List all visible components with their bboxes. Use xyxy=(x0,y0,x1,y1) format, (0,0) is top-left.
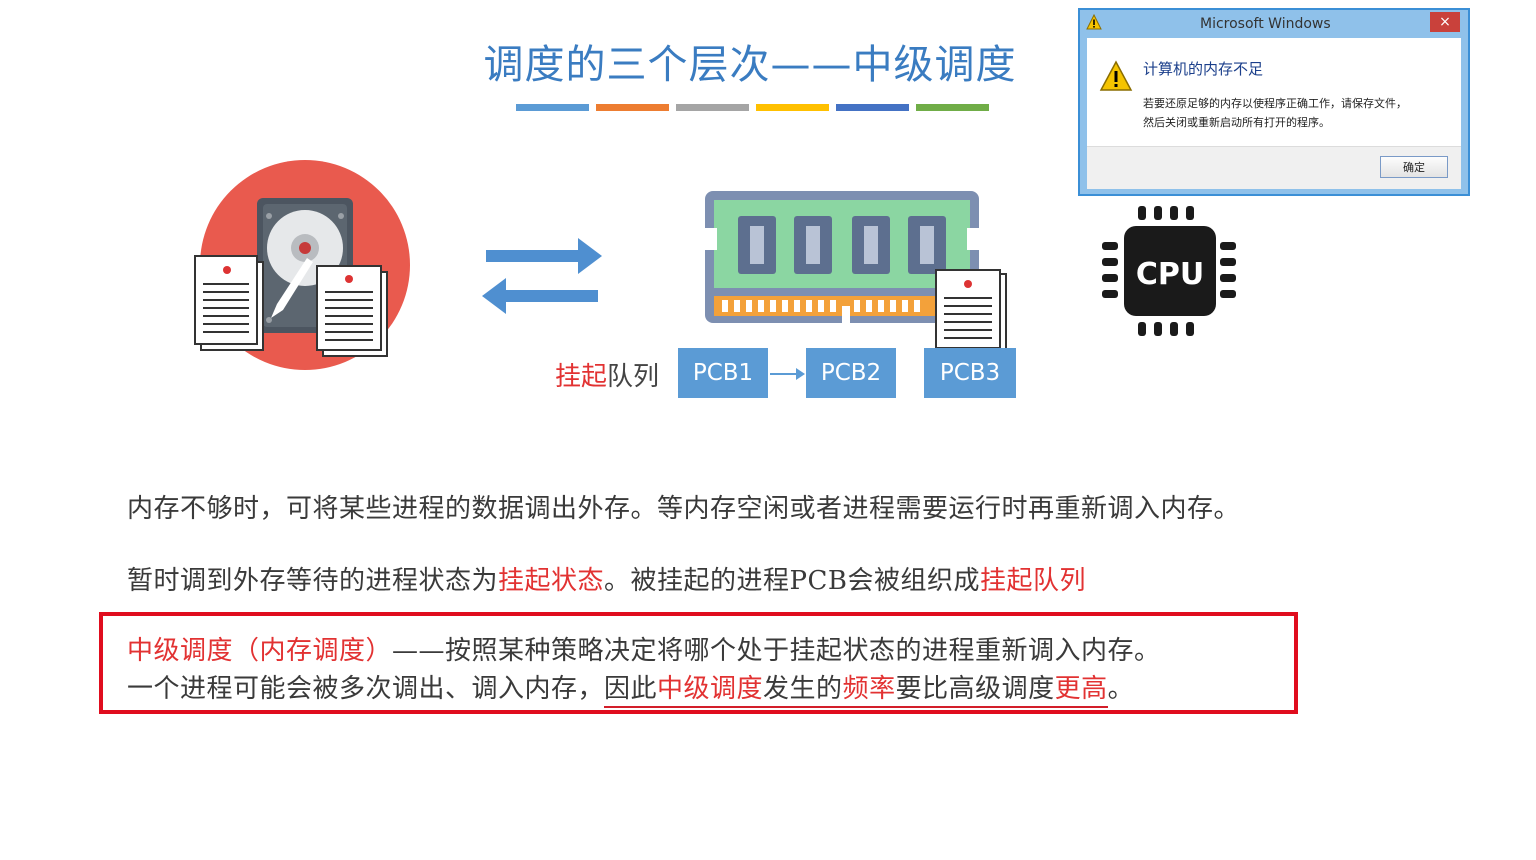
color-bar-2 xyxy=(596,104,669,111)
memory-stick-icon xyxy=(705,191,979,326)
warning-icon xyxy=(1086,14,1102,30)
cpu-icon: CPU xyxy=(1102,206,1236,336)
dialog-body: 计算机的内存不足 若要还原足够的内存以使程序正确工作，请保存文件， 然后关闭或重… xyxy=(1087,38,1461,189)
hard-disk-icon xyxy=(194,160,410,370)
dialog-message-line: 若要还原足够的内存以使程序正确工作，请保存文件， xyxy=(1143,97,1407,110)
arrow-right-icon xyxy=(770,368,805,380)
suspend-queue-term: 挂起队列 xyxy=(980,566,1087,596)
pcb1-box: PCB1 xyxy=(678,348,768,398)
pcb2-box: PCB2 xyxy=(806,348,896,398)
text-line-suspend-state: 暂时调到外存等待的进程状态为挂起状态。被挂起的进程PCB会被组织成挂起队列 xyxy=(127,566,1087,596)
page-title: 调度的三个层次——中级调度 xyxy=(483,42,1017,88)
suspend-queue-label: 挂起队列 xyxy=(555,362,660,392)
swap-arrows-icon xyxy=(482,238,602,314)
document-icon xyxy=(935,269,1007,353)
title-color-bars xyxy=(516,104,989,112)
pcb3-box: PCB3 xyxy=(924,348,1016,398)
document-icon xyxy=(316,265,388,357)
highlight-box xyxy=(99,612,1298,714)
text-line-frequency: 一个进程可能会被多次调出、调入内存，因此中级调度发生的频率要比高级调度更高。 xyxy=(127,668,1134,708)
ok-button[interactable]: 确定 xyxy=(1380,156,1448,178)
color-bar-5 xyxy=(836,104,909,111)
memory-warning-dialog[interactable]: Microsoft Windows × 计算机的内存不足 若要还原足够的内存以使… xyxy=(1078,8,1470,196)
color-bar-6 xyxy=(916,104,989,111)
document-icon xyxy=(194,255,264,351)
dialog-title: Microsoft Windows xyxy=(1200,16,1331,32)
text-line-memory-insufficient: 内存不够时，可将某些进程的数据调出外存。等内存空闲或者进程需要运行时再重新调入内… xyxy=(127,494,1241,524)
suspend-state-term: 挂起状态 xyxy=(498,566,605,596)
underlined-conclusion: 因此中级调度发生的频率要比高级调度更高 xyxy=(604,674,1108,708)
medium-term-scheduling-term: 中级调度（内存调度） xyxy=(127,636,393,666)
cpu-label: CPU xyxy=(1136,257,1204,292)
warning-icon xyxy=(1099,60,1133,91)
color-bar-3 xyxy=(676,104,749,111)
dialog-close-button[interactable]: × xyxy=(1430,12,1460,32)
text-line-medium-term-definition: 中级调度（内存调度）——按照某种策略决定将哪个处于挂起状态的进程重新调入内存。 xyxy=(127,636,1161,666)
color-bar-4 xyxy=(756,104,829,111)
dialog-heading: 计算机的内存不足 xyxy=(1143,60,1264,78)
dialog-message-line: 然后关闭或重新启动所有打开的程序。 xyxy=(1143,116,1330,129)
color-bar-1 xyxy=(516,104,589,111)
